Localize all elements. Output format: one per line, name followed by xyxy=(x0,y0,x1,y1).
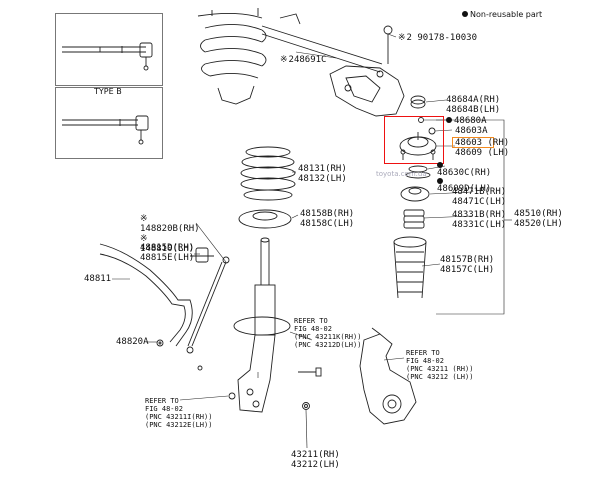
non-reusable-dot-icon xyxy=(437,162,443,168)
inset-type-b-label: TYPE B xyxy=(94,87,122,96)
label-43211: 43211(RH)43212(LH) xyxy=(291,450,340,470)
bushing-clamp xyxy=(156,339,164,347)
label-48131: 48131(RH)48132(LH) xyxy=(298,164,347,184)
spring-seat xyxy=(400,186,430,202)
leader-lines xyxy=(112,33,512,449)
mount-bearing xyxy=(405,165,431,179)
stabilizer-bar xyxy=(99,243,193,347)
cap-parts xyxy=(410,95,436,135)
stabilizer-link xyxy=(186,256,230,371)
non-reusable-dot-icon xyxy=(446,117,452,123)
label-90178: ※2 90178-10030 xyxy=(398,33,477,43)
shock-absorber xyxy=(233,237,291,413)
steering-knuckle xyxy=(359,327,417,425)
stabilizer-bushing xyxy=(190,247,214,263)
label-248691c: ※248691C xyxy=(280,55,327,65)
inset-panel-b xyxy=(55,87,163,159)
label-48603: 48603 (RH)48609 (LH) xyxy=(455,138,510,158)
coil-spring xyxy=(240,146,296,201)
label-48471: 48471B(RH)48471C(LH) xyxy=(452,187,507,207)
label-48157: 48157B(RH)48157C(LH) xyxy=(440,255,495,275)
inset-tie-rod-a xyxy=(62,42,153,71)
label-48811: 48811 xyxy=(84,274,112,284)
strut-brace-bar xyxy=(261,13,383,73)
bolt-parts xyxy=(228,367,322,410)
highlight-part-number-box xyxy=(452,137,494,148)
label-48815: 48815D(RH)48815E(LH) xyxy=(140,243,195,263)
label-48603a: 48603A xyxy=(455,126,488,136)
legend-text: Non-reusable part xyxy=(470,10,543,19)
watermark: toyota.com.ua xyxy=(376,170,427,178)
label-48158: 48158B(RH)48158C(LH) xyxy=(300,209,355,229)
dust-boot xyxy=(393,236,427,299)
bump-stopper xyxy=(403,209,425,229)
label-48630: 48630C(RH) 48609D(LH) xyxy=(437,162,491,194)
inset-panel-a xyxy=(55,13,163,86)
label-48820a: 48820A xyxy=(116,337,149,347)
strut-tower-bracket xyxy=(329,25,405,117)
highlight-mount-box xyxy=(384,116,444,164)
non-reusable-dot-icon xyxy=(437,178,443,184)
label-48684: 48684A(RH)48684B(LH) xyxy=(446,95,501,115)
label-148820: ※148820B(RH) ※148810(LH) xyxy=(140,214,200,254)
label-48510: 48510(RH)48520(LH) xyxy=(514,209,563,229)
non-reusable-dot-icon xyxy=(462,11,468,17)
spring-insulator xyxy=(238,209,292,229)
inset-tie-rod-b xyxy=(62,115,149,145)
legend: Non-reusable part xyxy=(462,10,542,20)
label-48331: 48331B(RH)48331C(LH) xyxy=(452,210,507,230)
upper-coil-spring xyxy=(197,8,267,105)
label-48680a: 48680A xyxy=(446,116,487,126)
